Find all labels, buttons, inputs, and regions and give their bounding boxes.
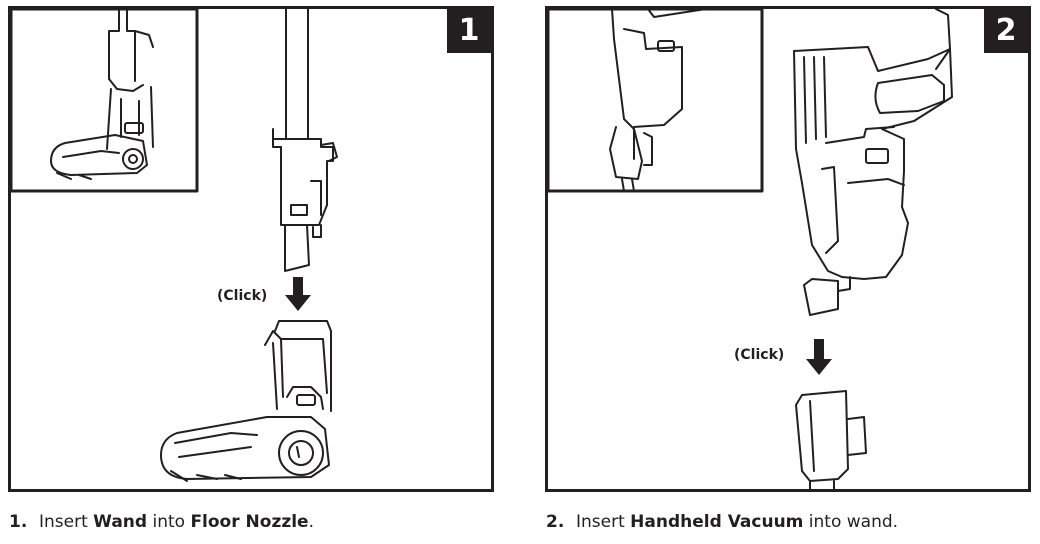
step-1-illustration	[11, 9, 338, 482]
handheld-vacuum-illustration	[793, 9, 953, 316]
caption-2-text-b: into wand.	[803, 512, 899, 532]
step-2-panel: 2 (Click)	[545, 6, 1031, 492]
step-2-badge: 2	[984, 9, 1028, 53]
caption-2-handheld-vacuum: Handheld Vacuum	[630, 512, 804, 532]
caption-1-text-a: Insert	[39, 512, 94, 532]
click-label-2: (Click)	[734, 347, 785, 363]
step-2-illustration	[548, 9, 953, 489]
step-1-number: 1.	[9, 512, 28, 532]
insert-arrow-2	[806, 339, 832, 375]
caption-2-text-a: Insert	[576, 512, 631, 532]
floor-nozzle-illustration	[160, 320, 332, 482]
step-2-number: 2.	[546, 512, 565, 532]
click-label-1: (Click)	[217, 288, 268, 304]
caption-1-floor-nozzle: Floor Nozzle	[190, 512, 309, 532]
step-1-caption: 1. Insert Wand into Floor Nozzle.	[9, 512, 314, 532]
step-2-caption: 2. Insert Handheld Vacuum into wand.	[546, 512, 898, 532]
step-1-panel: 1 (Click)	[8, 6, 494, 492]
wand-top-illustration	[795, 390, 867, 489]
wand-illustration	[272, 9, 338, 272]
caption-1-wand: Wand	[93, 512, 148, 532]
inset-detail-1	[11, 9, 199, 193]
inset-detail-2	[548, 9, 764, 193]
caption-1-text-b: into	[147, 512, 191, 532]
insert-arrow-1	[285, 277, 311, 311]
step-1-badge: 1	[447, 9, 491, 53]
caption-1-text-c: .	[308, 512, 314, 532]
